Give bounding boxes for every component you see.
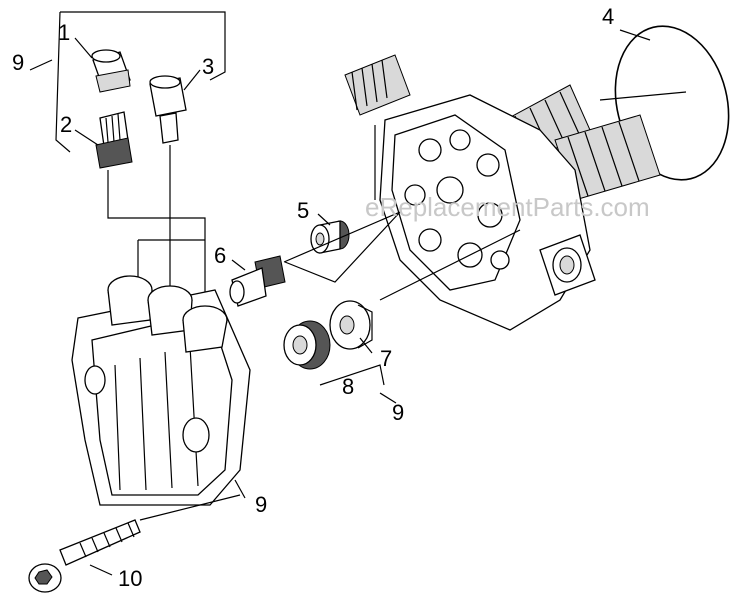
part-10-bolt bbox=[28, 519, 141, 593]
part-8-seal bbox=[283, 320, 331, 370]
callout-7: 7 bbox=[380, 346, 392, 371]
callout-3: 3 bbox=[202, 54, 214, 79]
callout-8: 8 bbox=[342, 374, 354, 399]
part-7-washer bbox=[329, 300, 373, 350]
part-9-valve-block bbox=[71, 275, 251, 506]
callout-9-right: 9 bbox=[392, 400, 404, 425]
part-1-valve bbox=[91, 49, 131, 93]
callout-9-top-left: 9 bbox=[12, 50, 24, 75]
part-5-seal bbox=[310, 220, 350, 254]
callout-6: 6 bbox=[214, 243, 226, 268]
bracket-9-top-left bbox=[55, 11, 226, 153]
watermark: eReplacementParts.com bbox=[365, 192, 650, 222]
part-4-o-ring bbox=[614, 25, 730, 181]
callout-4: 4 bbox=[602, 4, 614, 29]
part-3-valve bbox=[149, 75, 187, 144]
part-2-valve-insert bbox=[95, 111, 133, 169]
callout-2: 2 bbox=[60, 112, 72, 137]
callout-1: 1 bbox=[58, 20, 70, 45]
pump-head-housing bbox=[344, 54, 661, 331]
callout-9-bottom: 9 bbox=[255, 492, 267, 517]
callout-5: 5 bbox=[297, 198, 309, 223]
callout-10: 10 bbox=[118, 566, 142, 591]
part-6-valve bbox=[229, 255, 286, 307]
